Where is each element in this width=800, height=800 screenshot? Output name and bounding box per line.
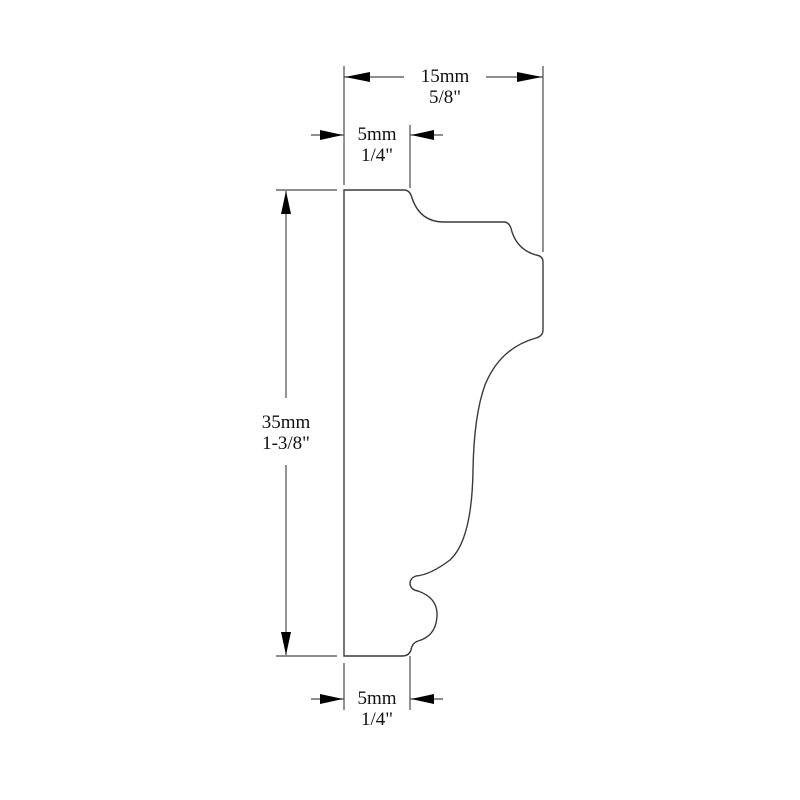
arrow-right-icon bbox=[517, 72, 542, 82]
arrow-up-icon bbox=[281, 191, 291, 214]
molding-profile-outline bbox=[343, 189, 544, 657]
dimension-label-top-flat-width: 5mm 1/4" bbox=[346, 124, 408, 166]
top-flat-width-metric: 5mm bbox=[357, 124, 397, 145]
overall-width-metric: 15mm bbox=[420, 66, 470, 87]
dimension-label-height: 35mm 1-3/8" bbox=[250, 412, 322, 454]
dimension-label-bottom-flat-width: 5mm 1/4" bbox=[346, 688, 408, 730]
arrow-left-icon bbox=[345, 72, 370, 82]
arrow-right-icon bbox=[320, 694, 343, 704]
arrow-left-icon bbox=[411, 694, 434, 704]
bottom-flat-width-metric: 5mm bbox=[357, 688, 397, 709]
top-flat-width-imperial: 1/4" bbox=[360, 145, 394, 166]
height-metric: 35mm bbox=[261, 412, 311, 433]
overall-width-imperial: 5/8" bbox=[428, 87, 462, 108]
arrow-left-icon bbox=[411, 130, 434, 140]
arrow-down-icon bbox=[281, 632, 291, 655]
dimension-label-overall-width: 15mm 5/8" bbox=[404, 66, 486, 108]
bottom-flat-width-imperial: 1/4" bbox=[360, 709, 394, 730]
height-imperial: 1-3/8" bbox=[262, 433, 310, 454]
arrow-right-icon bbox=[320, 130, 343, 140]
